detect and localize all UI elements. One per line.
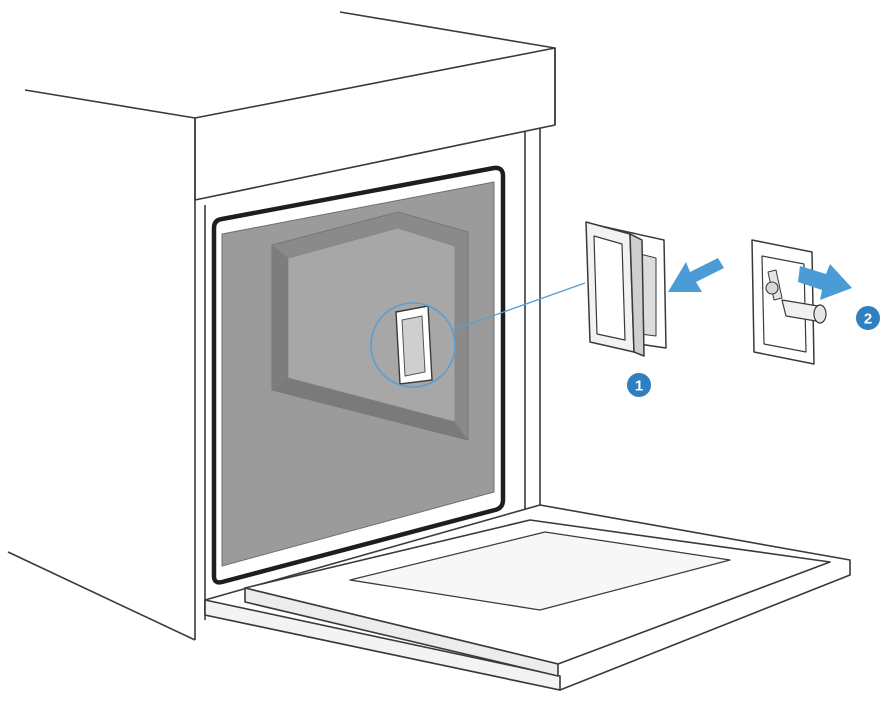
callout-leader-line [452, 282, 586, 331]
cabinet-bottom-left [7, 551, 196, 641]
door-front-edge [204, 599, 561, 691]
cavity-shade-left [272, 245, 288, 390]
step-1-badge: 1 [627, 373, 651, 397]
lamp-cover-icon [585, 221, 667, 357]
cabinet-top-edge [24, 89, 196, 119]
cabinet-top-back-edge [339, 11, 556, 49]
step-1-label: 1 [635, 378, 643, 395]
bulb-socket-icon [751, 239, 827, 365]
arrow-icon [668, 258, 724, 292]
oven-cabinet [7, 11, 556, 641]
step-2-badge: 2 [856, 306, 880, 330]
oven-cavity [211, 165, 586, 585]
lamp-callout-circle [370, 302, 456, 388]
cavity-shade-bottom [272, 378, 468, 440]
oven-door [204, 504, 851, 691]
arrow-icon [798, 264, 852, 300]
door-inner-rim-edge [244, 587, 559, 677]
door-window-panel [349, 531, 731, 611]
step-2-label: 2 [864, 311, 872, 328]
lamp-cover-in-oven [395, 305, 433, 385]
